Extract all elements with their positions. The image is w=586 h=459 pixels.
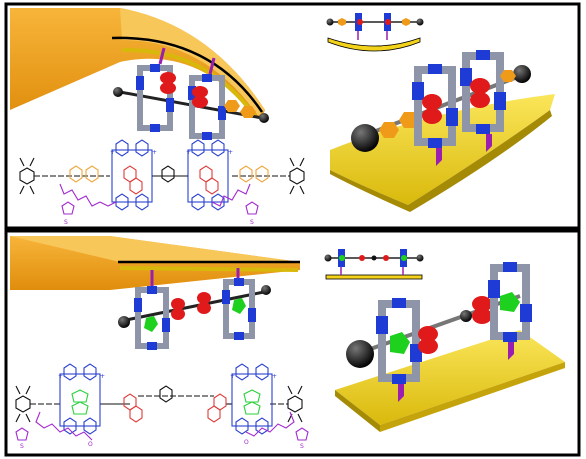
top-structure-plus-2: + <box>152 149 157 156</box>
bottom-structure-oxygen-2: O <box>244 439 249 446</box>
bottom-structure-plus-2: + <box>100 373 105 380</box>
bottom-structure-plus-3: + <box>230 373 235 380</box>
bottom-structure-oxygen-1: O <box>88 441 93 448</box>
top-structure-plus-4: + <box>228 149 233 156</box>
bottom-structure-sulfur-left: S <box>20 443 24 450</box>
bottom-structure-plus-1: + <box>58 373 63 380</box>
top-chemical-structure: S S + + + + <box>19 139 305 226</box>
top-small-schematic <box>326 13 424 52</box>
top-structure-plus-1: + <box>110 149 115 156</box>
bottom-left-rotaxane <box>118 268 271 350</box>
top-structure-sulfur-right: S <box>250 219 254 226</box>
bottom-cantilever-flat <box>10 236 300 290</box>
top-structure-plus-3: + <box>186 149 191 156</box>
bottom-chemical-structure: S S O O + + + + <box>15 363 309 450</box>
bottom-small-schematic <box>324 249 424 280</box>
bottom-right-rotaxane-3d <box>335 262 565 432</box>
top-cantilever-bent <box>10 8 265 118</box>
bottom-structure-plus-4: + <box>272 373 277 380</box>
top-structure-sulfur-left: S <box>64 219 68 226</box>
bottom-structure-sulfur-right: S <box>300 443 304 450</box>
top-left-rotaxane <box>113 47 269 140</box>
top-right-rotaxane-3d <box>330 50 555 212</box>
